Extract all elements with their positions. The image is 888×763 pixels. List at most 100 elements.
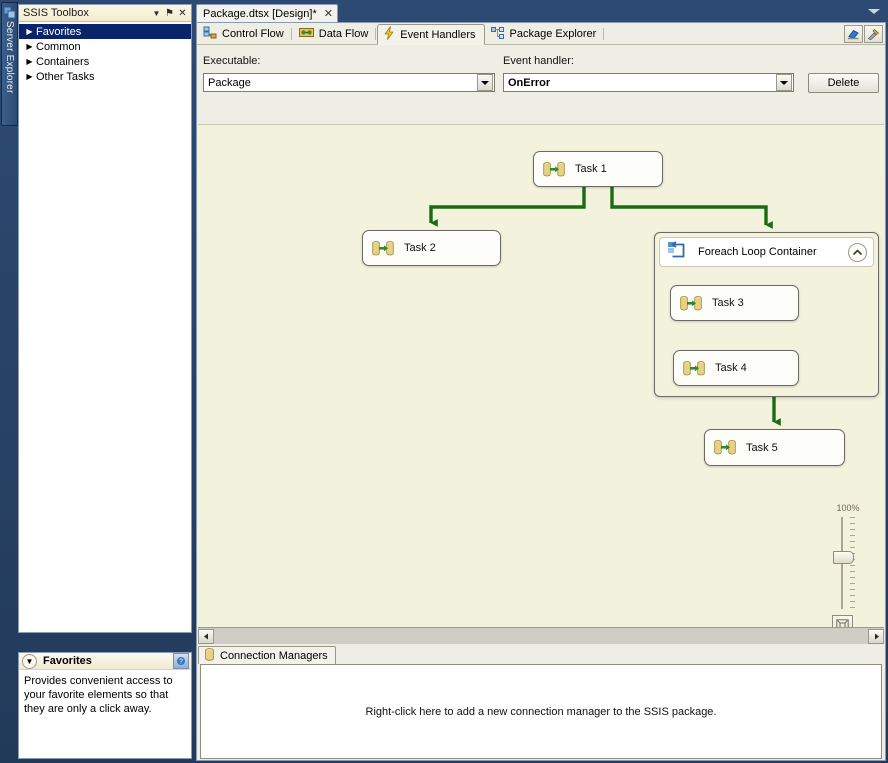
tab-label: Control Flow <box>222 28 284 40</box>
execute-task-icon <box>680 295 702 312</box>
task-label: Task 2 <box>404 242 436 254</box>
selector-bar: Executable: Event handler: Package OnErr… <box>197 45 885 123</box>
sidebar-item-server-explorer[interactable]: Server Explorer <box>1 2 18 126</box>
tab-connection-managers[interactable]: Connection Managers <box>198 646 336 664</box>
help-icon[interactable]: ? <box>173 653 189 669</box>
zoom-tick <box>850 571 855 572</box>
tab-package-explorer[interactable]: Package Explorer <box>485 24 606 44</box>
task-box-task-5[interactable]: Task 5 <box>704 429 845 466</box>
canvas-horizontal-scrollbar[interactable] <box>198 627 884 644</box>
executable-value: Package <box>208 76 251 89</box>
fit-to-window-icon[interactable] <box>832 615 853 628</box>
svg-text:?: ? <box>179 659 183 666</box>
toolbox-item-label: Containers <box>36 55 90 68</box>
chevron-down-icon[interactable] <box>868 9 880 14</box>
event-handler-value: OnError <box>508 76 551 89</box>
task-label: Task 3 <box>712 297 744 309</box>
expand-triangle-icon[interactable]: ▶ <box>26 72 33 81</box>
tab-label: Package Explorer <box>509 28 597 40</box>
ssis-toolbox-panel: SSIS Toolbox ▼ ⚑ ✕ ▶ Favorites ▶ Common … <box>18 4 192 633</box>
chevron-up-icon[interactable] <box>848 242 867 262</box>
tab-data-flow[interactable]: Data Flow <box>293 24 378 44</box>
designer-frame: Control Flow Data Flow <box>196 22 886 761</box>
zoom-tick <box>850 523 855 524</box>
zoom-tick <box>850 583 855 584</box>
task-label: Task 5 <box>746 441 778 454</box>
expand-triangle-icon[interactable]: ▶ <box>26 42 33 51</box>
connection-managers-empty-text: Right-click here to add a new connection… <box>365 705 717 718</box>
zoom-tick <box>850 535 855 536</box>
connection-managers-tabrow: Connection Managers <box>198 645 884 664</box>
execute-task-icon <box>543 161 565 178</box>
toolbox-item-containers[interactable]: ▶ Containers <box>19 54 191 69</box>
task-box-task-2[interactable]: Task 2 <box>362 230 501 266</box>
zoom-tick <box>850 589 855 590</box>
execute-task-icon <box>372 240 394 257</box>
execute-task-icon <box>683 360 705 377</box>
zoom-slider-thumb[interactable] <box>833 551 854 564</box>
event-handler-dropdown[interactable]: OnError <box>503 73 794 92</box>
event-handler-label: Event handler: <box>503 55 574 67</box>
toolbox-description-panel: ▼ Favorites ? Provides convenient access… <box>18 652 192 759</box>
description-header: ▼ Favorites ? <box>19 653 191 670</box>
server-explorer-icon <box>3 6 16 19</box>
tab-separator <box>375 28 377 40</box>
toolbox-tree: ▶ Favorites ▶ Common ▶ Containers ▶ Othe… <box>19 22 191 84</box>
delete-button[interactable]: Delete <box>808 73 879 93</box>
foreach-loop-container[interactable]: Foreach Loop Container <box>654 232 879 397</box>
toolbox-item-common[interactable]: ▶ Common <box>19 39 191 54</box>
zoom-tick <box>850 529 855 530</box>
scroll-left-icon[interactable] <box>198 628 214 644</box>
tab-package-dtsx[interactable]: Package.dtsx [Design]* ✕ <box>196 4 338 22</box>
toolbox-pin-icon[interactable]: ⚑ <box>165 7 174 19</box>
close-icon[interactable]: ✕ <box>323 8 333 20</box>
package-explorer-icon <box>490 26 505 43</box>
zoom-widget: 100% <box>828 503 868 628</box>
server-explorer-label: Server Explorer <box>4 21 15 94</box>
file-tab-label: Package.dtsx [Design]* <box>203 7 317 20</box>
zoom-percent-label: 100% <box>836 503 860 513</box>
task-box-task-3[interactable]: Task 3 <box>670 285 799 321</box>
chevron-down-icon[interactable]: ▼ <box>22 653 37 669</box>
task-box-task-4[interactable]: Task 4 <box>673 350 799 386</box>
description-body: Provides convenient access to your favor… <box>24 675 173 715</box>
toolbox-item-other-tasks[interactable]: ▶ Other Tasks <box>19 69 191 84</box>
scrollbar-track[interactable] <box>214 628 868 644</box>
event-handlers-icon <box>383 26 395 43</box>
executable-label: Executable: <box>203 55 261 67</box>
connection-manager-icon <box>204 647 215 664</box>
executable-dropdown[interactable]: Package <box>203 73 495 92</box>
toolbox-menu-icon[interactable]: ▼ <box>152 8 161 18</box>
designer-tabstrip: Control Flow Data Flow <box>197 23 885 45</box>
zoom-tick <box>850 541 855 542</box>
tab-control-flow[interactable]: Control Flow <box>197 24 293 44</box>
toolbox-item-label: Common <box>36 40 81 53</box>
zoom-tick <box>850 595 855 596</box>
foreach-container-label: Foreach Loop Container <box>698 246 817 258</box>
zoom-tick <box>850 577 855 578</box>
chevron-down-icon[interactable] <box>776 74 792 91</box>
foreach-loop-icon <box>667 241 687 263</box>
expand-triangle-icon[interactable]: ▶ <box>26 27 33 36</box>
control-flow-icon <box>203 26 217 43</box>
file-tabstrip: Package.dtsx [Design]* ✕ <box>196 2 886 22</box>
tabstrip-tools <box>844 25 883 43</box>
toolbox-close-icon[interactable]: ✕ <box>178 7 187 19</box>
tab-separator <box>603 28 605 40</box>
task-label: Task 1 <box>575 163 607 175</box>
event-handler-canvas[interactable]: Task 1 Task 2 <box>198 124 884 628</box>
tab-event-handlers[interactable]: Event Handlers <box>377 24 485 45</box>
foreach-container-header[interactable]: Foreach Loop Container <box>659 237 874 267</box>
tab-label: Data Flow <box>318 28 369 40</box>
eraser-icon[interactable] <box>844 25 863 43</box>
scroll-right-icon[interactable] <box>868 628 884 644</box>
hammer-wrench-icon[interactable] <box>864 25 883 43</box>
toolbox-item-favorites[interactable]: ▶ Favorites <box>19 24 191 39</box>
document-well: Package.dtsx [Design]* ✕ C <box>196 2 886 761</box>
zoom-tick <box>850 547 855 548</box>
chevron-down-icon[interactable] <box>477 74 493 91</box>
connection-managers-tab-label: Connection Managers <box>220 649 328 662</box>
expand-triangle-icon[interactable]: ▶ <box>26 57 33 66</box>
task-box-task-1[interactable]: Task 1 <box>533 151 663 187</box>
connection-managers-empty-area[interactable]: Right-click here to add a new connection… <box>200 664 882 759</box>
